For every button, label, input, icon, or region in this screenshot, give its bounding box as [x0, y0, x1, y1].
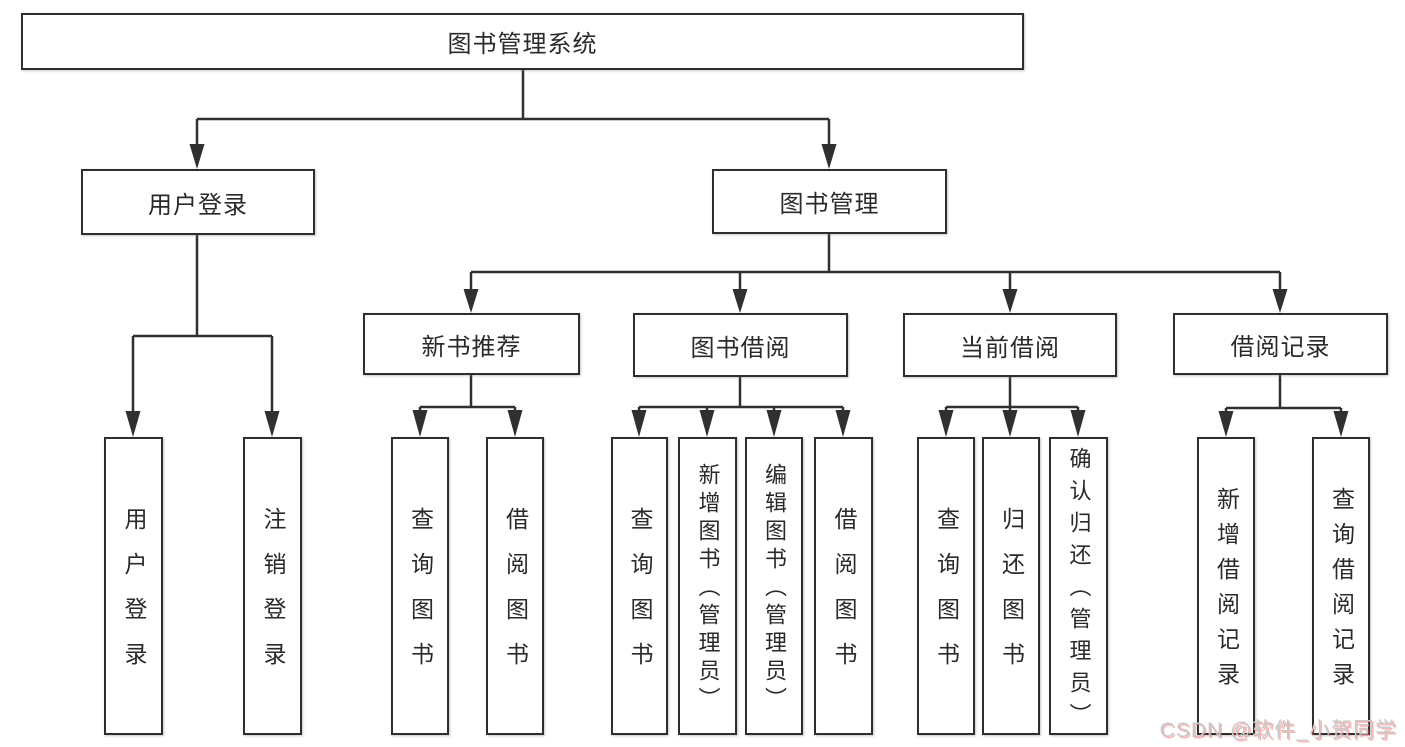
- connector-borrow-to-leaves: [631, 377, 851, 437]
- leaf-records-query-record-label: 查询借阅记录: [1328, 487, 1355, 697]
- leaf-recommend-query-book-label: 查询图书: [407, 507, 434, 687]
- leaf-borrow-lend-book-label: 借阅图书: [831, 507, 857, 687]
- connector-records-to-leaves: [1218, 375, 1349, 437]
- node-new-book-recommend-label: 新书推荐: [421, 333, 522, 361]
- leaf-borrow-query-book-label: 查询图书: [627, 507, 653, 687]
- node-book-borrow-label: 图书借阅: [690, 334, 791, 362]
- node-new-book-recommend: 新书推荐: [363, 313, 580, 375]
- leaf-current-query-book-label: 查询图书: [933, 507, 960, 687]
- node-user-login: 用户登录: [81, 169, 315, 235]
- connector-root-to-level2: [189, 69, 837, 169]
- node-root-library-system: 图书管理系统: [21, 13, 1024, 70]
- leaf-current-query-book: 查询图书: [917, 437, 975, 735]
- leaf-records-add-record: 新增借阅记录: [1197, 437, 1255, 735]
- leaf-borrow-add-book-admin-label: 新增图书（管理员）: [695, 463, 721, 715]
- node-root-label: 图书管理系统: [447, 31, 598, 58]
- leaf-records-add-record-label: 新增借阅记录: [1213, 487, 1240, 697]
- node-user-login-label: 用户登录: [148, 191, 248, 219]
- leaf-current-return-book: 归还图书: [982, 437, 1040, 735]
- connector-recommend-to-leaves: [412, 375, 523, 437]
- node-borrow-records-label: 借阅记录: [1230, 333, 1331, 361]
- node-book-borrow: 图书借阅: [633, 313, 848, 377]
- leaf-logout-label: 注销登录: [260, 507, 286, 687]
- leaf-current-confirm-return-admin: 确认归还（管理员）: [1049, 437, 1108, 735]
- leaf-borrow-edit-book-admin-label: 编辑图书（管理员）: [762, 463, 787, 715]
- leaf-logout: 注销登录: [243, 437, 302, 735]
- connector-management-to-level3: [463, 234, 1288, 313]
- node-current-borrow: 当前借阅: [903, 313, 1117, 377]
- leaf-records-query-record: 查询借阅记录: [1312, 437, 1370, 735]
- leaf-user-login: 用户登录: [104, 437, 163, 735]
- leaf-recommend-query-book: 查询图书: [391, 437, 449, 735]
- leaf-recommend-borrow-book-label: 借阅图书: [502, 507, 529, 687]
- leaf-borrow-lend-book: 借阅图书: [814, 437, 873, 735]
- leaf-borrow-query-book: 查询图书: [611, 437, 668, 735]
- leaf-current-confirm-return-admin-label: 确认归还（管理员）: [1066, 447, 1092, 735]
- node-book-management-label: 图书管理: [779, 191, 880, 218]
- leaf-recommend-borrow-book: 借阅图书: [486, 437, 544, 735]
- leaf-borrow-edit-book-admin: 编辑图书（管理员）: [745, 437, 803, 735]
- csdn-watermark: CSDN @软件_小贺同学: [1159, 719, 1397, 742]
- node-borrow-records: 借阅记录: [1173, 313, 1388, 375]
- leaf-user-login-label: 用户登录: [121, 507, 147, 687]
- node-current-borrow-label: 当前借阅: [960, 334, 1060, 362]
- connector-login-to-leaves: [125, 235, 280, 437]
- connector-current-to-leaves: [938, 377, 1086, 437]
- node-book-management: 图书管理: [712, 169, 947, 234]
- leaf-borrow-add-book-admin: 新增图书（管理员）: [678, 437, 737, 735]
- leaf-current-return-book-label: 归还图书: [998, 507, 1025, 687]
